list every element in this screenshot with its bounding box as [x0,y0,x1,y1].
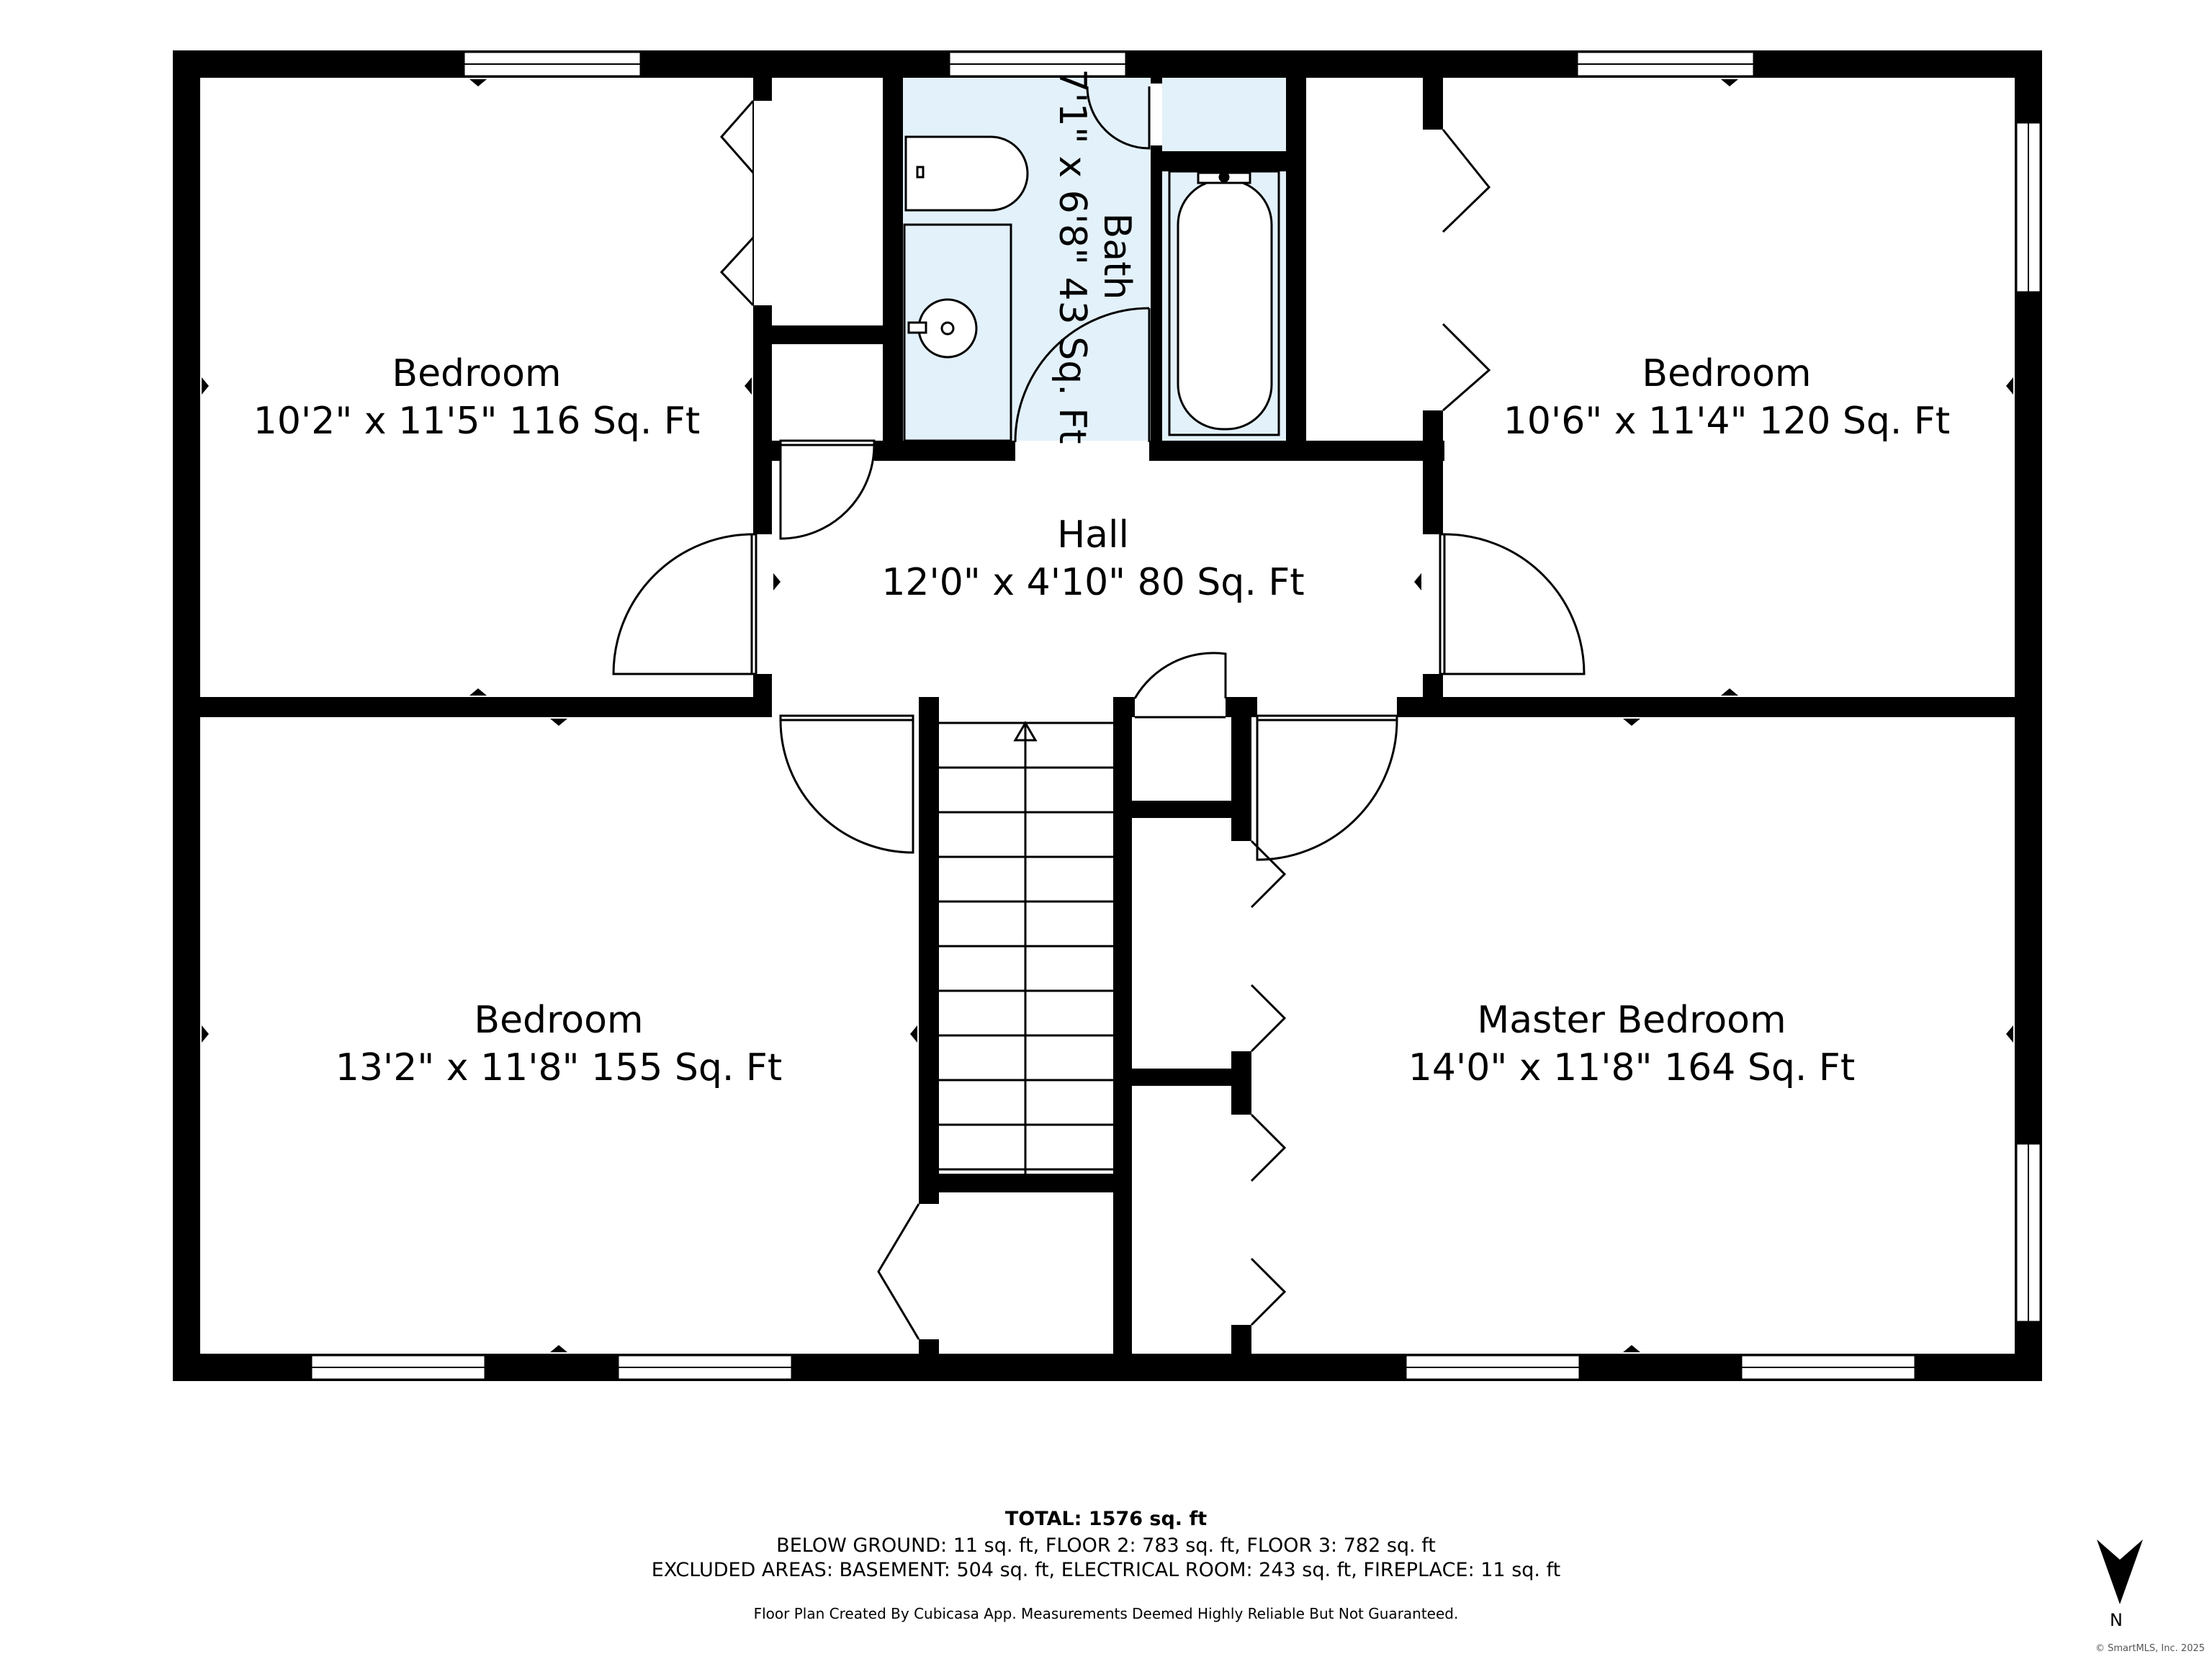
hall-dims: 12'0" x 4'10" 80 Sq. Ft [881,561,1304,604]
toilet-icon [904,135,1029,212]
bedroom-ne-dims: 10'6" x 11'4" 120 Sq. Ft [1503,400,1950,443]
bathtub-icon [1168,170,1280,436]
excluded-areas: EXCLUDED AREAS: BASEMENT: 504 sq. ft, EL… [651,1559,1561,1581]
wall-markers [202,79,2013,1352]
north-arrow-icon [2097,1539,2143,1604]
door-openings [753,84,1443,1339]
stairs [939,721,1113,1174]
hall-name: Hall [1057,513,1129,557]
bedroom-sw-dims: 13'2" x 11'8" 155 Sq. Ft [336,1046,782,1089]
total-area: TOTAL: 1576 sq. ft [1004,1508,1208,1530]
bath-dims: 7'1" x 6'8" 43 Sq. Ft [1051,68,1094,444]
room-labels: Bedroom 10'2" x 11'5" 116 Sq. Ft Bath 7'… [253,68,1950,1089]
disclaimer-note: Floor Plan Created By Cubicasa App. Meas… [753,1605,1459,1622]
bedroom-nw-name: Bedroom [392,352,561,395]
bedroom-ne-name: Bedroom [1642,352,1811,395]
doors [612,86,1586,861]
master-bedroom-name: Master Bedroom [1477,999,1786,1042]
bath-fixtures [903,135,1280,442]
floor-breakdown: BELOW GROUND: 11 sq. ft, FLOOR 2: 783 sq… [776,1534,1436,1557]
bedroom-sw-name: Bedroom [474,999,643,1042]
bifold-doors [719,100,1491,1340]
bedroom-nw-dims: 10'2" x 11'5" 116 Sq. Ft [253,400,700,443]
bath-name: Bath [1095,213,1138,300]
compass-label: N [2110,1610,2123,1630]
master-bedroom-dims: 14'0" x 11'8" 164 Sq. Ft [1408,1046,1855,1089]
copyright: © SmartMLS, Inc. 2025 [2095,1643,2206,1654]
